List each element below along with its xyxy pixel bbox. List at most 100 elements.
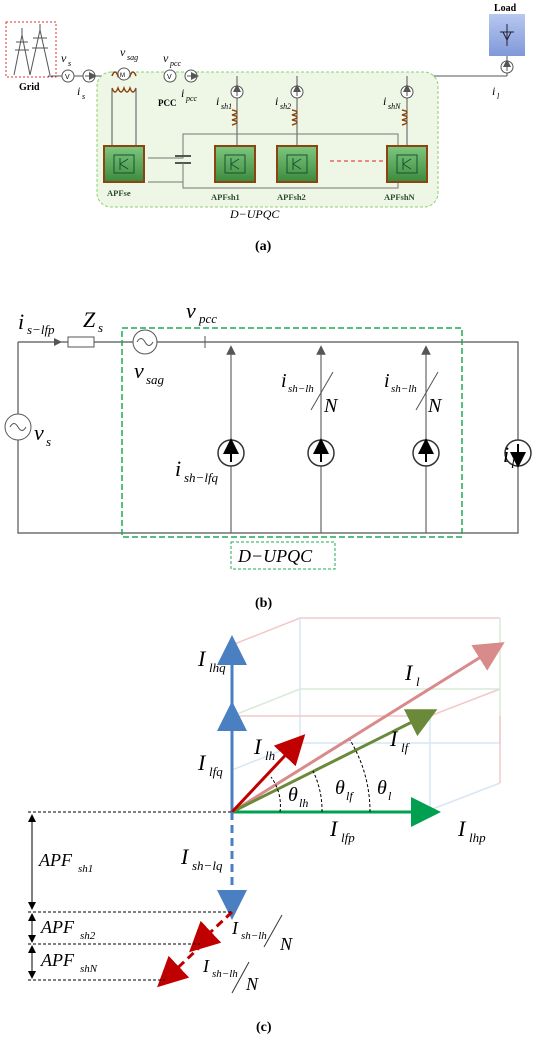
Ilfp-label: I: [329, 816, 339, 841]
apf-sh1-sub: sh1: [78, 863, 93, 875]
ish2-label: i: [275, 94, 278, 108]
projection-box: [231, 617, 501, 811]
Ish-lh-1-label: I: [231, 918, 239, 938]
Ilhq-sub: lhq: [209, 660, 226, 675]
vpcc-label: v: [163, 51, 169, 65]
vsag-meter-label: M: [120, 73, 125, 79]
vpcc-sub: pcc: [169, 59, 182, 68]
vpcc-meter-label: V: [167, 74, 172, 81]
grid-label: Grid: [19, 82, 40, 93]
apf-sh2-label: APF: [40, 917, 75, 937]
shunt-lh-branch-2: [412, 345, 440, 533]
Ilh-label: I: [253, 734, 263, 759]
Ish-lq-label: I: [180, 844, 190, 869]
Ilf-label: I: [389, 726, 399, 751]
caption-b: (b): [255, 596, 272, 611]
il-label: i: [492, 84, 495, 98]
vs-label: v: [61, 51, 67, 65]
Ilhp-sub: lhp: [469, 830, 486, 845]
ish2-sub: sh2: [280, 102, 291, 111]
theta-lf-label: θ: [335, 777, 345, 799]
il-sub: l: [497, 92, 500, 101]
ipcc-label: i: [181, 86, 184, 100]
dupqc-box: [96, 71, 439, 208]
shunt-lh-branch-1: [307, 345, 335, 533]
il-vector: [231, 642, 505, 814]
Ilhq-label: I: [197, 646, 207, 671]
Il-label: I: [404, 660, 414, 685]
apfshN-label: APFshN: [384, 192, 416, 202]
apfsh1-label: APFsh1: [211, 192, 240, 202]
theta-l-sub: l: [388, 789, 392, 803]
vsag-sub-b: sag: [146, 372, 165, 387]
Ish-lh-1-slash: [263, 914, 283, 948]
Il-sub: l: [416, 674, 420, 689]
theta-lh-sub: lh: [299, 796, 308, 810]
ish-lh-1-den: N: [323, 395, 339, 417]
caption-a: (a): [255, 239, 272, 254]
il-sub-b: l: [511, 456, 515, 471]
Ilfp-sub: lfp: [341, 830, 355, 845]
shunt-branch-n: [400, 76, 414, 146]
vpcc-sub-b: pcc: [198, 311, 217, 326]
vsag-meter: [117, 67, 131, 81]
is-lfp-sub: s−lfp: [27, 322, 55, 337]
load-icon: [489, 14, 525, 56]
vpcc-meter: [163, 69, 177, 83]
ish-lh-vector-1: [189, 910, 234, 953]
vsag-label-b: v: [134, 358, 144, 383]
vs-meter: [61, 69, 75, 83]
Ilf-sub: lf: [401, 740, 411, 755]
is-sub: s: [82, 92, 85, 101]
caption-c: (c): [256, 1020, 272, 1035]
theta-lf-arc: [312, 770, 323, 813]
ish-lh-vector-2: [157, 942, 205, 988]
Ilfq-sub: lfq: [209, 764, 223, 779]
grid-tower-icon: [5, 21, 57, 78]
ish1-label: i: [216, 94, 219, 108]
vsag-label: v: [120, 45, 126, 59]
ish-lh-2-sub: sh−lh: [391, 383, 417, 395]
zs-label: Z: [83, 307, 96, 332]
ish-lh-2-den: N: [427, 395, 443, 417]
Ish-lq-sub: sh−lq: [192, 858, 223, 873]
theta-lh-arc: [270, 776, 281, 813]
Ish-lh-2-sub: sh−lh: [212, 968, 238, 980]
load-label: Load: [494, 3, 517, 14]
apfse-block: [103, 145, 145, 183]
panel-a: Grid Load V v s i s M v sag: [5, 3, 525, 254]
apfsh2-label: APFsh2: [277, 192, 306, 202]
is-lfp-label: i: [18, 309, 24, 334]
vs-label-b: v: [34, 420, 44, 445]
apfsh2-block: [276, 145, 318, 183]
ish1-sub: sh1: [221, 102, 232, 111]
vs-sub: s: [68, 59, 71, 68]
apfse-label: APFse: [107, 188, 131, 198]
theta-l-label: θ: [377, 777, 387, 799]
ish-lh-1-sub: sh−lh: [288, 383, 314, 395]
theta-lf-sub: lf: [346, 789, 354, 803]
theta-lh-label: θ: [288, 784, 298, 806]
Ish-lh-1-den: N: [279, 934, 293, 954]
ilh-vector: [230, 734, 306, 814]
vs-sub-b: s: [46, 434, 51, 449]
circuit-loop: [17, 341, 519, 534]
ipcc-sub: pcc: [185, 94, 198, 103]
dupqc-box-b: [121, 327, 463, 538]
Ilfq-label: I: [197, 750, 207, 775]
is-label: i: [77, 84, 80, 98]
shunt-lfq-branch: [217, 345, 245, 533]
ish-lfq-label: i: [175, 456, 181, 481]
sine-icon: [136, 338, 154, 346]
Ilhp-label: I: [457, 816, 467, 841]
apf-shN-sub: shN: [80, 963, 98, 975]
apf-sh2-sub: sh2: [80, 930, 96, 942]
Ish-lh-2-den: N: [245, 974, 259, 994]
ishN-label: i: [383, 94, 386, 108]
dupqc-label-box: [230, 541, 336, 570]
Ish-lh-1-sub: sh−lh: [241, 930, 267, 942]
Ish-lh-2-label: I: [202, 956, 210, 976]
zs-sub: s: [98, 320, 103, 335]
dupqc-label-b: D−UPQC: [237, 546, 313, 566]
